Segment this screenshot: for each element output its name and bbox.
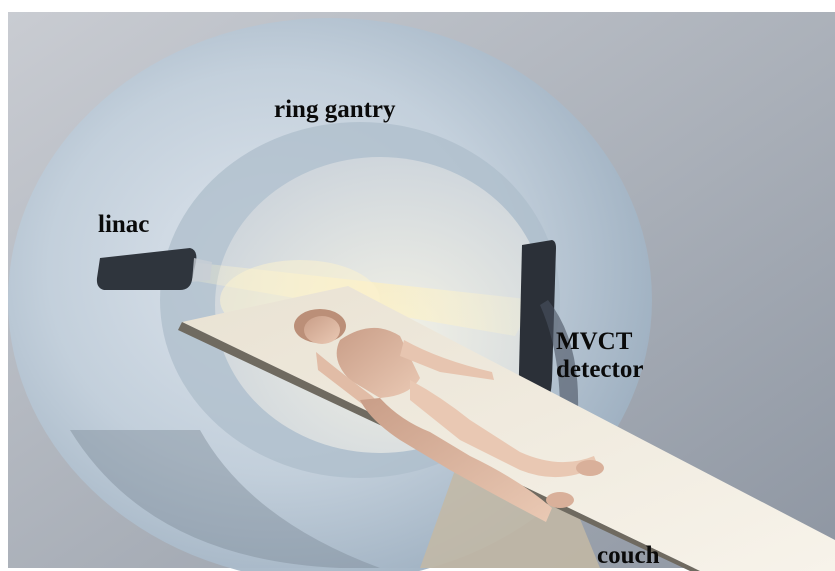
mvct-detector-label: MVCT detector xyxy=(556,328,643,384)
ring-gantry-label: ring gantry xyxy=(274,96,396,124)
mvct-label-line-2: detector xyxy=(556,356,643,384)
linac-label: linac xyxy=(98,211,149,239)
mvct-label-line-1: MVCT xyxy=(556,328,643,356)
couch-label: couch xyxy=(597,542,660,570)
linac-collimator xyxy=(192,258,212,282)
